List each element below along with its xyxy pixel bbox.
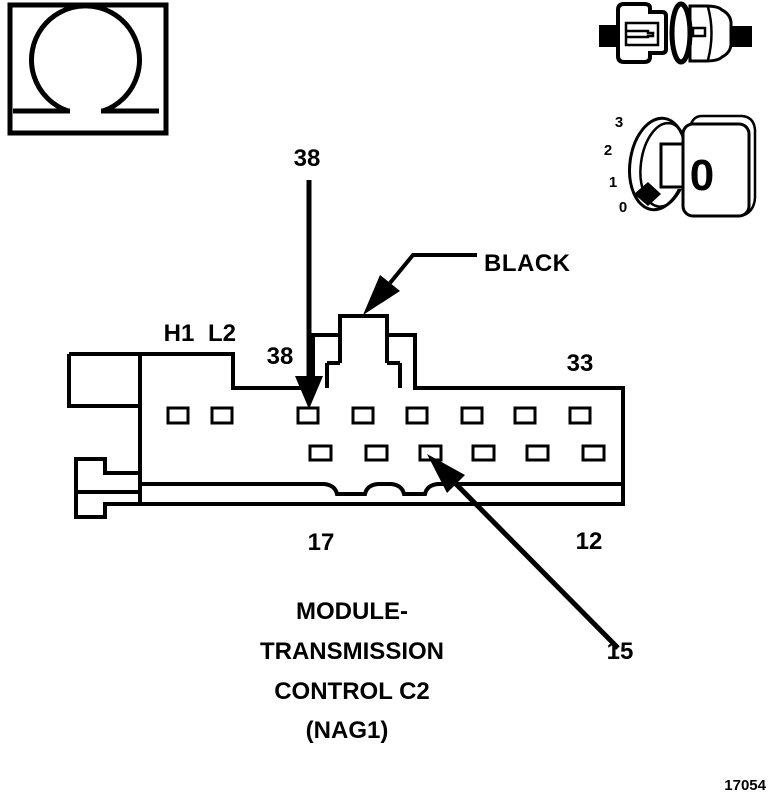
arrowhead [427,454,465,493]
pin-15-arrow [427,454,620,650]
dial-icon: 0 3 2 1 0 [604,114,757,218]
caption: MODULE- TRANSMISSION CONTROL C2 (NAG1) [260,598,444,744]
male-connector-body [616,2,668,64]
callout-38-label: 38 [294,145,321,172]
pin [364,444,389,462]
plate-depth-edge [689,114,757,217]
pin-12-label: 12 [576,528,603,555]
dial-tick-1: 1 [609,174,617,191]
left-mount-tab [67,354,140,408]
pin-17 [308,444,333,462]
bottom-cover-strip [140,482,623,496]
pin [513,406,537,425]
pin-l2-label: L2 [208,320,236,347]
pin-17-label: 17 [308,529,335,556]
pin-h1-label: H1 [164,320,195,347]
pin-38-label: 38 [267,343,294,370]
pin [471,444,496,462]
omega-circle [29,3,142,114]
pin-12 [581,444,606,462]
pin-h1 [166,406,190,425]
dial-tick-3: 3 [615,114,623,131]
right-wire-stub [731,26,752,47]
caption-line-3: CONTROL C2 [274,678,430,705]
pin [460,406,484,425]
pin-33-label: 33 [567,350,594,377]
connector-seam-line [706,6,713,61]
dial-pointer-diamond [634,182,661,206]
inline-connector-icon [599,1,752,65]
caption-line-1: MODULE- [296,598,408,625]
arrowhead [295,376,323,409]
pin [351,406,375,425]
dial-tick-2: 2 [604,142,612,159]
pin-38 [296,406,320,425]
connector-seal-ring [669,1,693,65]
pin-38-arrow [295,180,323,409]
pin-row-bottom [308,444,606,462]
dial-tick-0: 0 [619,199,627,216]
pin-15-label: 15 [607,638,634,665]
terminal-fork [626,29,655,39]
figure-number: 17054 [724,777,766,794]
disc-notch-outline [659,142,684,189]
connector-outline [69,314,625,519]
top-tab-pedestal [325,361,402,388]
omega-symbol-icon [7,2,169,136]
pin-row-top [166,406,592,425]
wire-color-label: BLACK [484,250,571,277]
dial-plate [681,122,751,218]
lock-slot [691,26,707,38]
black-wire-arrow [363,253,477,315]
pin [405,406,429,425]
pin-33 [568,406,592,425]
arrowhead [363,275,400,315]
pin-l2 [210,406,234,425]
connector-body [67,314,625,519]
caption-line-2: TRANSMISSION [260,638,444,665]
terminal-cavity [624,21,660,47]
top-tab-sides [338,335,389,363]
pin [525,444,550,462]
dial-knob-label: 0 [690,151,714,200]
caption-line-4: (NAG1) [306,717,389,744]
left-wire-stub [599,25,618,47]
